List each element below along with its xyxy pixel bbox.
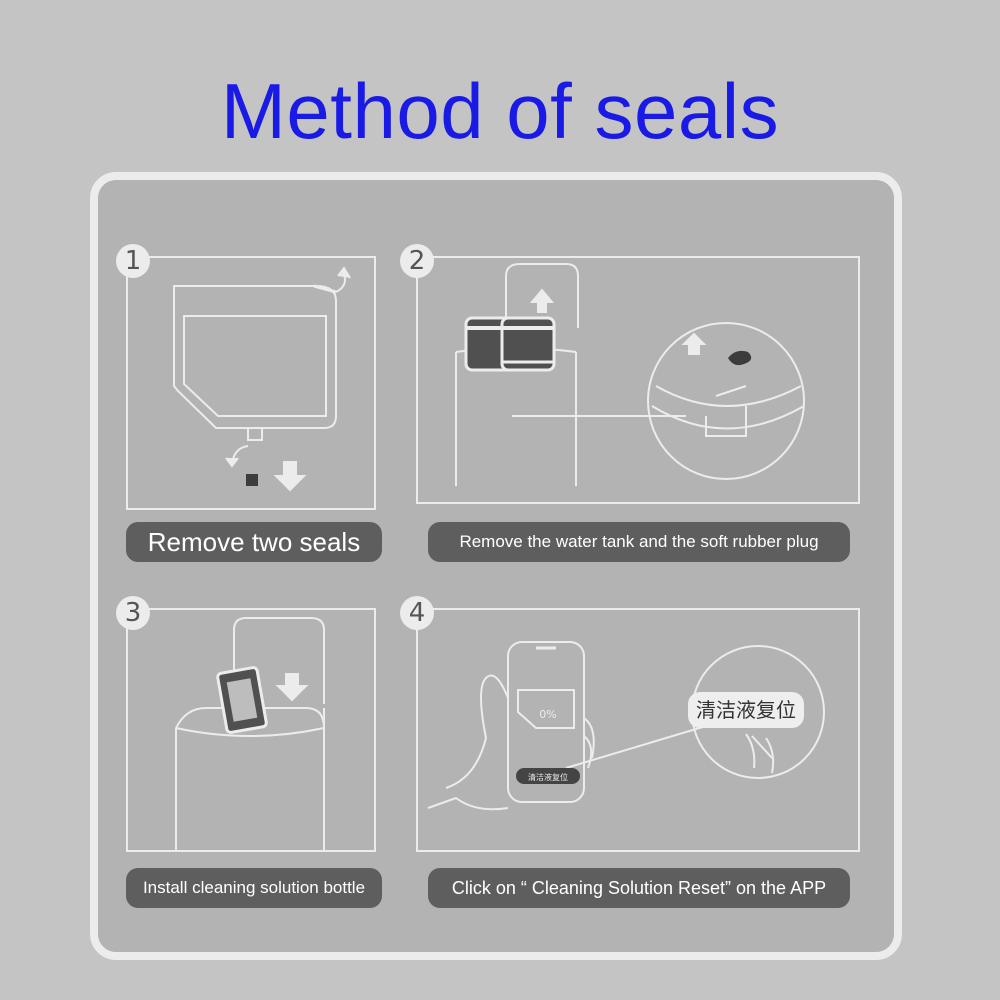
phone-reset-button: 清洁液复位 bbox=[528, 772, 568, 782]
step-2-caption: Remove the water tank and the soft rubbe… bbox=[428, 522, 850, 562]
step-2-illustration bbox=[455, 263, 805, 486]
step-2-number: 2 bbox=[400, 244, 434, 278]
step-4-illustration: 0% 清洁液复位 清洁液复位 bbox=[427, 641, 825, 811]
step-4-number: 4 bbox=[400, 596, 434, 630]
step-3-panel bbox=[126, 608, 376, 852]
step-1-caption: Remove two seals bbox=[126, 522, 382, 562]
step-1-number: 1 bbox=[116, 244, 150, 278]
phone-percent: 0% bbox=[539, 708, 556, 721]
step-1-illustration bbox=[173, 266, 351, 492]
step-2-panel bbox=[416, 256, 860, 504]
zoom-reset-button: 清洁液复位 bbox=[696, 698, 796, 722]
page-title: Method of seals bbox=[220, 67, 780, 155]
step-1-panel bbox=[126, 256, 376, 510]
step-3-caption: Install cleaning solution bottle bbox=[126, 868, 382, 908]
step-4-panel bbox=[416, 608, 860, 852]
step-3-number: 3 bbox=[116, 596, 150, 630]
instructions-card bbox=[90, 172, 902, 960]
step-4-caption: Click on “ Cleaning Solution Reset” on t… bbox=[428, 868, 850, 908]
step-3-illustration bbox=[175, 617, 325, 852]
